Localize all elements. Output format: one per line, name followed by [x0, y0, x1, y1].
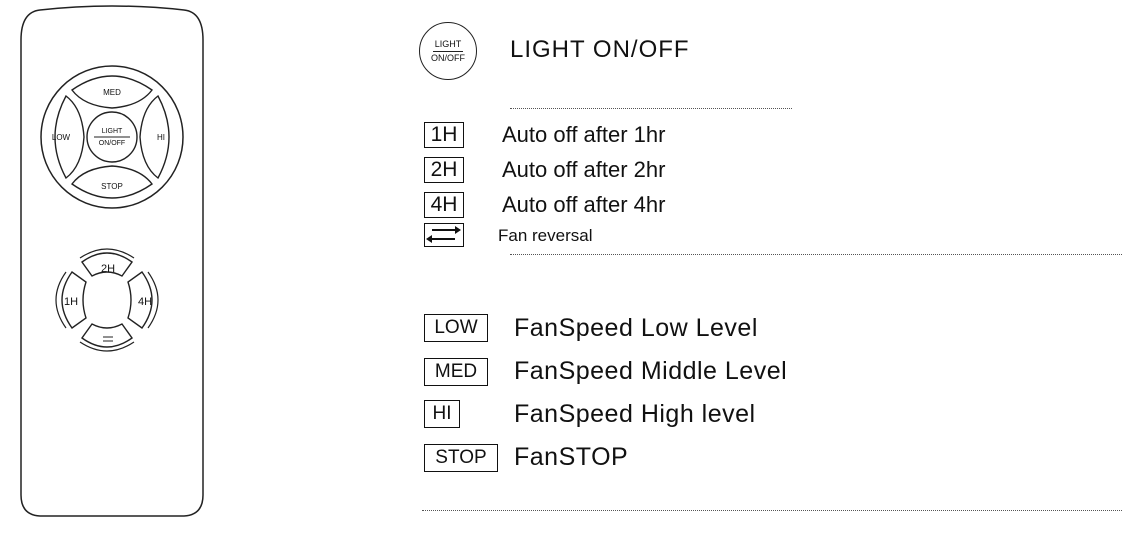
- light-on-off-button[interactable]: [86, 111, 138, 163]
- separator: [510, 254, 1122, 255]
- timer-2h-key: 2H: [424, 157, 464, 183]
- hi-label: HI: [157, 133, 165, 142]
- timer-1h-description: Auto off after 1hr: [502, 122, 666, 147]
- med-label: MED: [103, 88, 121, 97]
- separator: [510, 108, 792, 109]
- timer-1h-label: 1H: [64, 296, 78, 308]
- timer-4h-label: 4H: [138, 296, 152, 308]
- light-icon-bottom-text: ON/OFF: [431, 52, 465, 63]
- timer-2h-label: 2H: [101, 263, 115, 275]
- light-icon-top-text: LIGHT: [432, 39, 464, 52]
- separator: [422, 510, 1122, 511]
- timer-4h-button[interactable]: [127, 271, 153, 329]
- fan-reversal-small-icon: [103, 336, 113, 342]
- hi-button[interactable]: [139, 94, 170, 180]
- hi-key: HI: [424, 400, 460, 428]
- fan-reversal-description: Fan reversal: [498, 226, 593, 245]
- stop-description: FanSTOP: [514, 443, 629, 471]
- low-description: FanSpeed Low Level: [514, 314, 758, 342]
- low-key: LOW: [424, 314, 488, 342]
- remote-control: MED STOP LOW HI LIGHT ON/OFF 2H 1H 4H: [20, 5, 204, 517]
- low-label: LOW: [52, 133, 71, 142]
- hi-description: FanSpeed High level: [514, 400, 756, 428]
- stop-label: STOP: [101, 182, 123, 191]
- light-label-top: LIGHT: [102, 128, 123, 135]
- timer-4h-key: 4H: [424, 192, 464, 218]
- med-key: MED: [424, 358, 488, 386]
- fan-reversal-arrows-icon: [424, 223, 464, 247]
- timer-4h-description: Auto off after 4hr: [502, 192, 666, 217]
- low-button[interactable]: [54, 94, 85, 180]
- fan-reversal-button[interactable]: [81, 323, 133, 348]
- timer-1h-button[interactable]: [61, 271, 87, 329]
- light-on-off-legend-icon: LIGHT ON/OFF: [419, 22, 477, 80]
- stop-button[interactable]: [71, 165, 153, 199]
- timer-2h-button[interactable]: [81, 252, 133, 277]
- light-on-off-description: LIGHT ON/OFF: [510, 36, 690, 63]
- timer-2h-description: Auto off after 2hr: [502, 157, 666, 182]
- timer-1h-key: 1H: [424, 122, 464, 148]
- light-label-bottom: ON/OFF: [99, 140, 125, 147]
- med-button[interactable]: [71, 75, 153, 109]
- med-description: FanSpeed Middle Level: [514, 357, 788, 385]
- stop-key: STOP: [424, 444, 498, 472]
